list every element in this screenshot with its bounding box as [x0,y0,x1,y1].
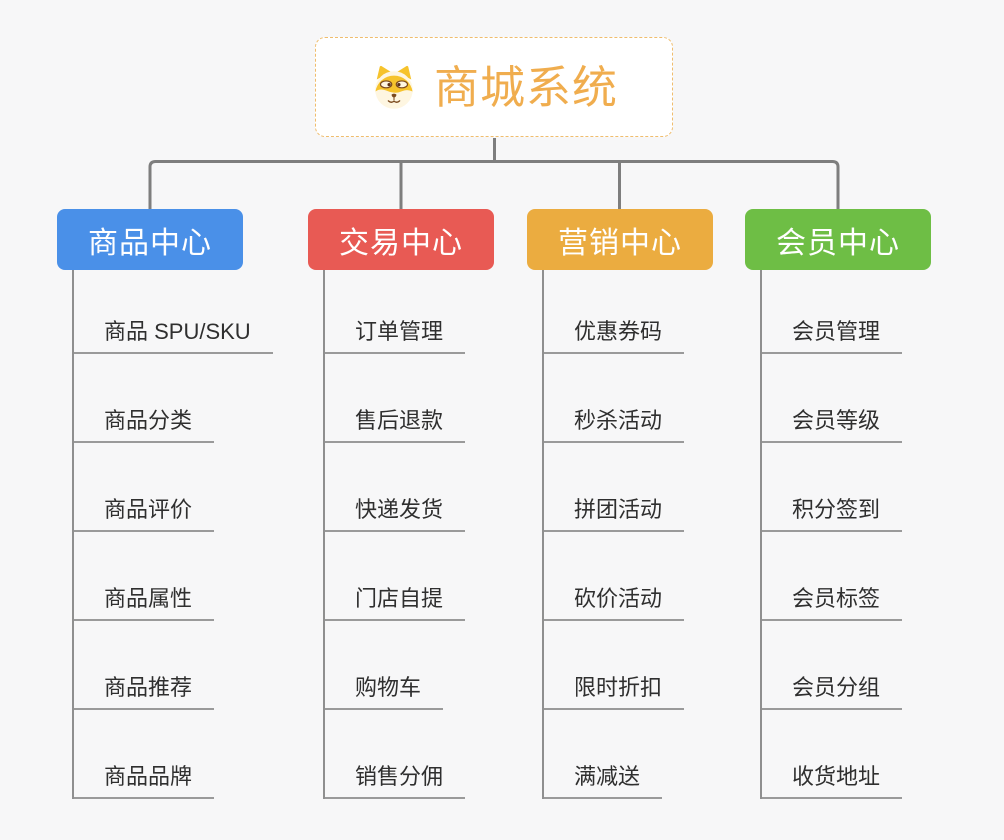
leaf-node-label[interactable]: 销售分佣 [325,766,466,799]
leaf-node: 销售分佣 [325,710,538,799]
branch-product-center: 商品中心 商品 SPU/SKU 商品分类 商品评价 商品属性 商品推荐 商品品牌 [57,209,287,799]
leaf-node-label[interactable]: 商品 SPU/SKU [74,321,273,354]
leaf-node: 积分签到 [762,443,975,532]
leaf-node: 商品推荐 [74,621,287,710]
branch-marketing-leaves: 优惠券码 秒杀活动 拼团活动 砍价活动 限时折扣 满减送 [542,270,757,799]
leaf-node-label[interactable]: 订单管理 [325,321,466,354]
branch-member-center: 会员中心 会员管理 会员等级 积分签到 会员标签 会员分组 收货地址 [745,209,975,799]
bus-line [148,160,840,209]
leaf-node-label[interactable]: 砍价活动 [544,588,685,621]
branch-node-member-center[interactable]: 会员中心 [745,209,931,270]
leaf-node: 会员标签 [762,532,975,621]
branch-node-trade-center[interactable]: 交易中心 [308,209,494,270]
leaf-node-label[interactable]: 购物车 [325,677,444,710]
leaf-node: 会员等级 [762,354,975,443]
branch-trade-center: 交易中心 订单管理 售后退款 快递发货 门店自提 购物车 销售分佣 [308,209,538,799]
leaf-node: 砍价活动 [544,532,757,621]
shiba-dog-icon [375,65,413,109]
leaf-node: 收货地址 [762,710,975,799]
leaf-node: 限时折扣 [544,621,757,710]
root-node-mall-system[interactable]: 商城系统 [315,37,673,137]
leaf-node: 优惠券码 [544,270,757,354]
leaf-node-label[interactable]: 商品推荐 [74,677,215,710]
leaf-node-label[interactable]: 门店自提 [325,588,466,621]
leaf-node: 会员分组 [762,621,975,710]
branch-node-marketing-center[interactable]: 营销中心 [527,209,713,270]
leaf-node: 售后退款 [325,354,538,443]
leaf-node: 会员管理 [762,270,975,354]
branch-node-product-center[interactable]: 商品中心 [57,209,243,270]
branch-trade-leaves: 订单管理 售后退款 快递发货 门店自提 购物车 销售分佣 [323,270,538,799]
leaf-node-label[interactable]: 优惠券码 [544,321,685,354]
leaf-node: 订单管理 [325,270,538,354]
leaf-node-label[interactable]: 会员管理 [762,321,903,354]
leaf-node-label[interactable]: 商品分类 [74,410,215,443]
leaf-node: 购物车 [325,621,538,710]
leaf-node-label[interactable]: 满减送 [544,766,663,799]
leaf-node: 商品 SPU/SKU [74,270,287,354]
root-node-title: 商城系统 [433,61,618,113]
leaf-node-label[interactable]: 快递发货 [325,499,466,532]
leaf-node: 快递发货 [325,443,538,532]
leaf-node: 秒杀活动 [544,354,757,443]
leaf-node: 满减送 [544,710,757,799]
leaf-node-label[interactable]: 商品属性 [74,588,215,621]
leaf-node-label[interactable]: 秒杀活动 [544,410,685,443]
branch-marketing-center: 营销中心 优惠券码 秒杀活动 拼团活动 砍价活动 限时折扣 满减送 [527,209,757,799]
leaf-node: 拼团活动 [544,443,757,532]
leaf-node: 商品属性 [74,532,287,621]
leaf-node-label[interactable]: 会员分组 [762,677,903,710]
leaf-node-label[interactable]: 积分签到 [762,499,903,532]
leaf-node: 门店自提 [325,532,538,621]
leaf-node-label[interactable]: 售后退款 [325,410,466,443]
leaf-node-label[interactable]: 拼团活动 [544,499,685,532]
leaf-node-label[interactable]: 收货地址 [762,766,903,799]
leaf-node-label[interactable]: 商品品牌 [74,766,215,799]
leaf-node-label[interactable]: 限时折扣 [544,677,685,710]
branch-product-leaves: 商品 SPU/SKU 商品分类 商品评价 商品属性 商品推荐 商品品牌 [72,270,287,799]
branch-member-leaves: 会员管理 会员等级 积分签到 会员标签 会员分组 收货地址 [760,270,975,799]
leaf-node-label[interactable]: 会员等级 [762,410,903,443]
leaf-node: 商品评价 [74,443,287,532]
leaf-node: 商品分类 [74,354,287,443]
leaf-node: 商品品牌 [74,710,287,799]
leaf-node-label[interactable]: 会员标签 [762,588,903,621]
leaf-node-label[interactable]: 商品评价 [74,499,215,532]
